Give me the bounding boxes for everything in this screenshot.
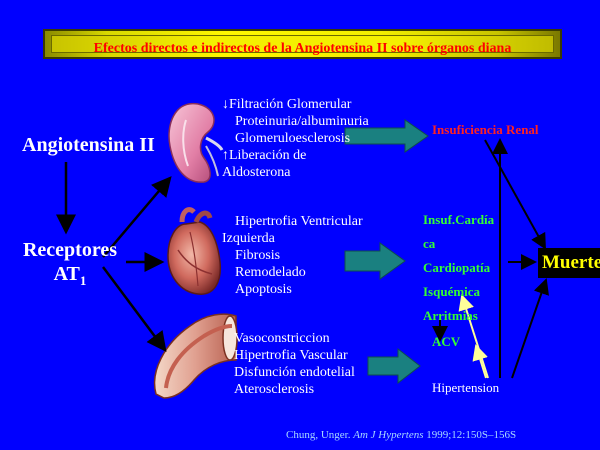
heart-effect-item: Izquierda bbox=[222, 231, 275, 246]
arrow-hiper-to-acv bbox=[472, 344, 488, 379]
citation-ref: 1999;12:150S–156S bbox=[426, 429, 517, 441]
cardiac-outcome-item: Arritmias bbox=[423, 308, 478, 323]
hipertension-label: Hipertension bbox=[432, 380, 500, 395]
title-banner: Efectos directos e indirectos de la Angi… bbox=[43, 29, 562, 59]
kidney-effect-item: ↓Filtración Glomerular bbox=[222, 97, 352, 112]
fat-arrow-cardiac bbox=[344, 242, 406, 280]
title-banner-inner: Efectos directos e indirectos de la Angi… bbox=[51, 35, 554, 56]
kidney-effect-item: Aldosterona bbox=[222, 165, 291, 180]
kidney-effects-list: ↓Filtración Glomerular Proteinuria/album… bbox=[222, 96, 369, 181]
arrow-renal-to-muerte bbox=[484, 139, 546, 250]
heart-effect-item: Remodelado bbox=[235, 265, 306, 280]
arrow-receptores-to-kidney bbox=[102, 176, 172, 258]
fat-arrow-vascular bbox=[367, 347, 421, 385]
acv-label: ACV bbox=[432, 334, 461, 349]
cardiac-outcomes-list: Insuf.Cardía ca Cardiopatía Isquémica Ar… bbox=[423, 208, 494, 328]
cardiac-outcome-item: Insuf.Cardía bbox=[423, 212, 495, 227]
citation-journal: Am J Hypertens bbox=[353, 429, 424, 441]
kidney-effect-item: Proteinuria/albuminuria bbox=[235, 114, 369, 129]
insuficiencia-renal-label: Insuficiencia Renal bbox=[432, 122, 539, 137]
heart-effect-item: Hipertrofia Ventricular bbox=[235, 214, 363, 229]
vessel-effect-item: Vasoconstriccion bbox=[234, 331, 330, 346]
slide-title: Efectos directos e indirectos de la Angi… bbox=[93, 41, 512, 56]
vessel-effect-item: Hipertrofia Vascular bbox=[234, 348, 348, 363]
heart-effects-list: Hipertrofia Ventricular Izquierda Fibros… bbox=[222, 213, 363, 298]
receptores-label: Receptores AT1 bbox=[14, 238, 126, 293]
angiotensina-label: Angiotensina II bbox=[22, 134, 155, 156]
receptores-line2: AT bbox=[53, 263, 80, 285]
cardiac-outcome-item: ca bbox=[423, 236, 436, 251]
kidney-effect-item: Glomeruloesclerosis bbox=[235, 131, 351, 146]
fat-arrow-renal bbox=[344, 119, 429, 153]
vessel-effects-list: Vasoconstriccion Hipertrofia Vascular Di… bbox=[234, 330, 355, 398]
vessel-icon bbox=[153, 313, 238, 399]
heart-effect-item: Fibrosis bbox=[235, 248, 281, 263]
muerte-box: Muerte bbox=[538, 248, 600, 278]
receptores-line1: Receptores bbox=[22, 239, 118, 261]
citation-authors: Chung, Unger. bbox=[286, 429, 351, 441]
heart-icon bbox=[167, 207, 222, 295]
arrow-hiper-to-muerte bbox=[511, 278, 549, 379]
citation: Chung, Unger. Am J Hypertens 1999;12:150… bbox=[286, 429, 516, 441]
receptores-subscript: 1 bbox=[79, 273, 87, 288]
heart-effect-item: Apoptosis bbox=[235, 282, 292, 297]
vessel-effect-item: Aterosclerosis bbox=[234, 382, 315, 397]
vessel-effect-item: Disfunción endotelial bbox=[234, 365, 355, 380]
arrow-receptores-to-vessel bbox=[101, 266, 167, 353]
arrow-hiper-to-isquemica bbox=[458, 294, 489, 379]
cardiac-outcome-item: Cardiopatía bbox=[423, 260, 491, 275]
kidney-icon bbox=[168, 102, 224, 183]
kidney-effect-item: ↑Liberación de bbox=[222, 148, 307, 163]
cardiac-outcome-item: Isquémica bbox=[423, 284, 481, 299]
